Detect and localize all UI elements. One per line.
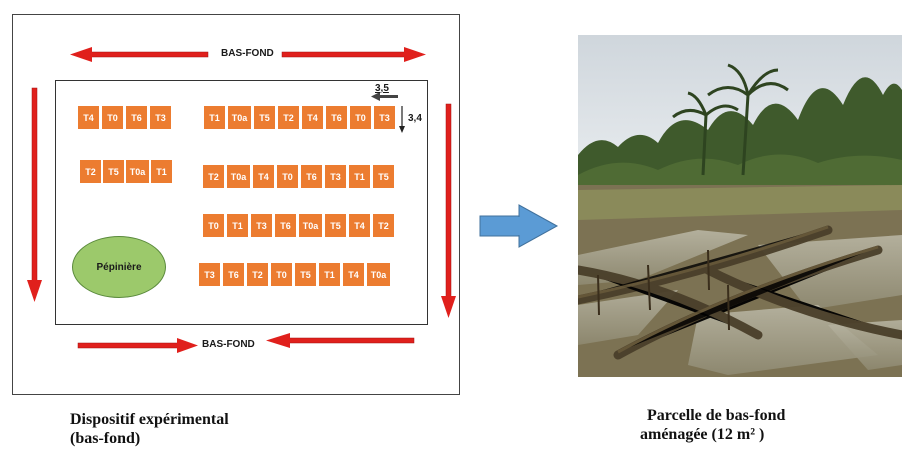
plot: T0a bbox=[299, 214, 322, 237]
plot: T1 bbox=[204, 106, 225, 129]
width-dimension-arrow-icon bbox=[371, 92, 398, 101]
plot: T2 bbox=[247, 263, 268, 286]
top-bas-fond-label: BAS-FOND bbox=[221, 48, 274, 59]
top-left-arrow-icon bbox=[70, 47, 209, 62]
plot: T6 bbox=[301, 165, 322, 188]
plot: T0a bbox=[227, 165, 250, 188]
right-block-row-2: T2 T0a T4 T0 T6 T3 T1 T5 bbox=[203, 165, 394, 188]
plot: T0a bbox=[126, 160, 149, 183]
photo-caption-line2: aménagée (12 m² ) bbox=[640, 426, 765, 443]
plot: T3 bbox=[199, 263, 220, 286]
plot: T6 bbox=[126, 106, 147, 129]
plot: T0 bbox=[102, 106, 123, 129]
plot: T1 bbox=[349, 165, 370, 188]
plot: T3 bbox=[325, 165, 346, 188]
plot: T4 bbox=[349, 214, 370, 237]
field-photo-image bbox=[578, 35, 902, 377]
plot: T0a bbox=[367, 263, 390, 286]
blue-right-arrow-icon bbox=[479, 204, 559, 248]
bottom-right-arrow-icon bbox=[266, 333, 415, 348]
plot: T6 bbox=[326, 106, 347, 129]
plot: T5 bbox=[325, 214, 346, 237]
plot: T5 bbox=[254, 106, 275, 129]
plot: T4 bbox=[253, 165, 274, 188]
bottom-bas-fond-label: BAS-FOND bbox=[202, 339, 255, 350]
lowland-plot-photo bbox=[578, 35, 902, 377]
plot: T1 bbox=[151, 160, 172, 183]
diagram-caption: Dispositif expérimental (bas-fond) bbox=[70, 410, 229, 448]
left-block-row-1: T4 T0 T6 T3 bbox=[78, 106, 171, 129]
nursery-label: Pépinière bbox=[96, 261, 142, 273]
plot-area-border bbox=[55, 80, 428, 325]
width-dimension-label: 3,5 bbox=[375, 83, 389, 94]
diagram-caption-line1: Dispositif expérimental bbox=[70, 411, 229, 428]
diagram-caption-line2: (bas-fond) bbox=[70, 430, 141, 447]
plot: T3 bbox=[150, 106, 171, 129]
plot: T5 bbox=[103, 160, 124, 183]
plot: T1 bbox=[227, 214, 248, 237]
plot: T4 bbox=[78, 106, 99, 129]
plot: T6 bbox=[275, 214, 296, 237]
plot: T0 bbox=[203, 214, 224, 237]
plot: T3 bbox=[251, 214, 272, 237]
height-dimension-label: 3,4 bbox=[408, 113, 422, 124]
right-down-arrow-icon bbox=[441, 103, 456, 318]
plot: T4 bbox=[302, 106, 323, 129]
plot: T0 bbox=[350, 106, 371, 129]
plot: T5 bbox=[373, 165, 394, 188]
nursery-ellipse: Pépinière bbox=[72, 236, 166, 298]
right-block-row-4: T3 T6 T2 T0 T5 T1 T4 T0a bbox=[199, 263, 390, 286]
photo-caption: Parcelle de bas-fond aménagée (12 m² ) bbox=[640, 406, 785, 444]
plot: T5 bbox=[295, 263, 316, 286]
plot: T1 bbox=[319, 263, 340, 286]
experimental-layout-frame bbox=[12, 14, 460, 395]
plot: T0 bbox=[271, 263, 292, 286]
bottom-left-arrow-icon bbox=[77, 338, 198, 353]
right-block-row-3: T0 T1 T3 T6 T0a T5 T4 T2 bbox=[203, 214, 394, 237]
top-right-arrow-icon bbox=[281, 47, 426, 62]
plot: T2 bbox=[80, 160, 101, 183]
plot: T0a bbox=[228, 106, 251, 129]
plot: T4 bbox=[343, 263, 364, 286]
plot: T2 bbox=[373, 214, 394, 237]
left-block-row-2: T2 T5 T0a T1 bbox=[80, 160, 172, 183]
plot: T0 bbox=[277, 165, 298, 188]
left-down-arrow-icon bbox=[27, 87, 42, 302]
photo-caption-line1: Parcelle de bas-fond bbox=[647, 407, 786, 424]
plot: T3 bbox=[374, 106, 395, 129]
plot: T2 bbox=[278, 106, 299, 129]
height-dimension-arrow-icon bbox=[399, 106, 405, 133]
plot: T6 bbox=[223, 263, 244, 286]
right-block-row-1: T1 T0a T5 T2 T4 T6 T0 T3 bbox=[204, 106, 395, 129]
plot: T2 bbox=[203, 165, 224, 188]
